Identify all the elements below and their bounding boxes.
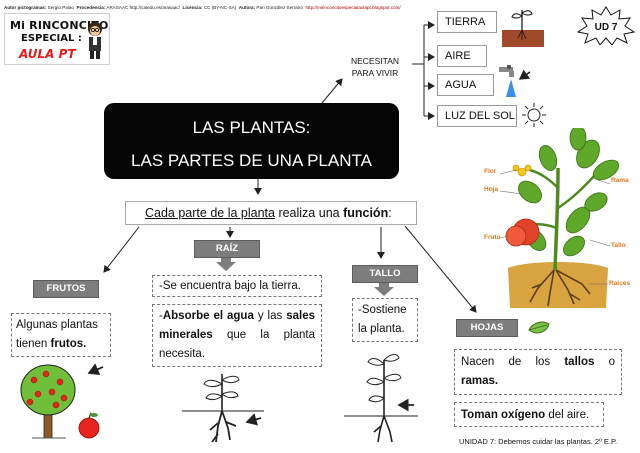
section-label-root: RAÍZ (194, 240, 260, 258)
plant-label-fruit: Fruto (484, 234, 501, 241)
need-item-sunlight: LUZ DEL SOL (437, 105, 517, 127)
unit-badge-label: UD 7 (595, 22, 618, 33)
section-label-stem: TALLO (352, 265, 418, 283)
root-label-arrow (216, 262, 236, 271)
plant-label-branch: Rama (611, 177, 629, 184)
blog-link[interactable]: http://mirinconcitoespecialaulapt.blogsp… (305, 5, 401, 10)
apple-tree-icon (20, 364, 100, 439)
plant-parts-diagram (499, 128, 620, 308)
blog-logo: Mi RINCONCITO ESPECIAL : AULA PT (4, 13, 110, 65)
root-description-1: -Se encuentra bajo la tierra. (152, 275, 322, 297)
logo-line-1: Mi RINCONCITO (10, 19, 109, 32)
unit-footer: UNIDAD 7: Debemos cuidar las plantas. 2º… (459, 437, 618, 446)
faucet-water-icon (499, 65, 516, 97)
plant-label-stem: Tallo (611, 242, 626, 249)
need-item-water: AGUA (437, 74, 494, 96)
leaves-description-1: Nacen de los tallos o ramas. (454, 349, 622, 395)
title-line-2: LAS PARTES DE UNA PLANTA (131, 151, 372, 170)
function-sentence: Cada parte de la planta realiza una func… (125, 201, 417, 225)
leaf-icon (528, 321, 550, 334)
stem-description: -Sostiene la planta. (352, 298, 418, 342)
section-label-fruits: FRUTOS (33, 280, 99, 298)
need-item-soil: TIERRA (437, 11, 497, 33)
title-line-1: LAS PLANTAS: (192, 118, 311, 137)
teacher-character-icon (88, 22, 102, 59)
stem-label-arrow (374, 287, 394, 296)
root-plant-icon (182, 374, 264, 443)
unit-badge: UD 7 (576, 6, 636, 45)
stem-label-arrow-stem (379, 283, 389, 287)
plant-label-roots: Raíces (609, 280, 630, 287)
plant-label-flower: Flor (484, 168, 497, 175)
soil-plant-icon (502, 10, 544, 47)
main-title-box: LAS PLANTAS: LAS PARTES DE UNA PLANTA (104, 103, 399, 179)
logo-line-3: AULA PT (19, 47, 76, 61)
need-item-air: AIRE (437, 45, 487, 67)
credits-line: Autor pictogramas: Sergio Palao Proceden… (4, 5, 401, 10)
root-label-arrow-stem (221, 258, 231, 262)
needs-heading: NECESITAN PARA VIVIR (350, 56, 400, 78)
section-label-leaves: HOJAS (456, 319, 518, 337)
sun-icon (522, 103, 546, 127)
root-description-2: -Absorbe el agua y las sales minerales q… (152, 304, 322, 367)
plant-label-leaf: Hoja (484, 186, 499, 193)
leaves-description-2: Toman oxígeno del aire. (454, 402, 604, 427)
logo-line-2: ESPECIAL : (21, 33, 82, 44)
stem-plant-icon (344, 354, 418, 443)
fruits-description: Algunas plantas tienen frutos. (11, 313, 111, 357)
